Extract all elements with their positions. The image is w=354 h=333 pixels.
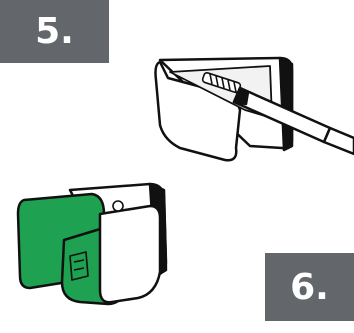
- step-6-badge: 6.: [265, 253, 354, 321]
- latch-detail: [70, 252, 88, 280]
- step-6-illustration: [18, 184, 166, 304]
- step-6-number: 6.: [290, 267, 329, 308]
- housing-front-face: [100, 206, 160, 302]
- screw-head: [113, 201, 123, 211]
